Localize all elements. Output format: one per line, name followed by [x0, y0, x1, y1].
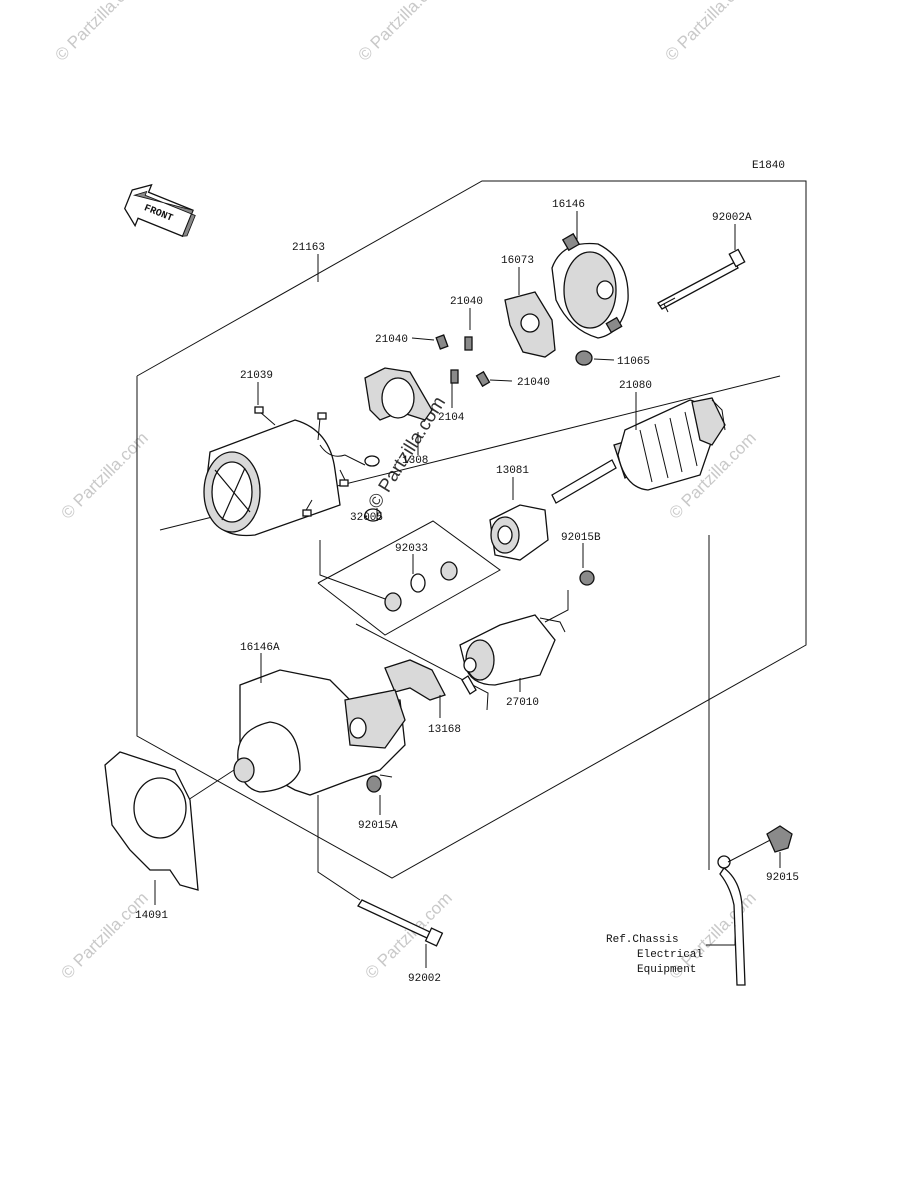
part-label-13081-a: 1308 — [402, 455, 428, 467]
watermark: © Partzilla.com — [661, 0, 755, 65]
part-label-16146: 16146 — [552, 199, 585, 211]
part-label-21040-b: 21040 — [375, 334, 408, 346]
assembly-frame — [136, 180, 807, 879]
part-label-21080: 21080 — [619, 380, 652, 392]
plate-16073 — [504, 291, 556, 358]
solenoid-27010 — [459, 614, 566, 695]
brush-holder-13081 — [364, 367, 433, 421]
front-arrow-icon: FRONT — [124, 183, 196, 238]
part-label-13081-b: 13081 — [496, 465, 529, 477]
diagram-code: E1840 — [752, 160, 785, 172]
rear-cover-16146 — [551, 232, 629, 339]
part-label-11065: 11065 — [617, 356, 650, 368]
bolt-92002 — [317, 795, 444, 947]
solenoid-frame — [355, 623, 489, 711]
part-label-14091: 14091 — [135, 910, 168, 922]
snap-ring-frame — [317, 520, 501, 636]
reference-note: Ref.Chassis Electrical Equipment — [606, 925, 736, 976]
part-label-13168: 13168 — [428, 724, 461, 736]
pinion-13081 — [489, 504, 549, 561]
part-label-21040-a: 21040 — [450, 296, 483, 308]
part-label-21040-d: 2104 — [438, 412, 465, 424]
part-label-21039: 21039 — [240, 370, 273, 382]
springs-21040 — [435, 334, 491, 388]
part-label-16073: 16073 — [501, 255, 534, 267]
nut-11065 — [575, 350, 593, 366]
cover-plate-14091 — [104, 751, 199, 891]
watermark: © Partzilla.com — [57, 888, 151, 982]
part-label-92015A: 92015A — [358, 820, 398, 832]
part-label-21163: 21163 — [292, 242, 325, 254]
ref-note-line2: Electrical — [637, 949, 703, 961]
part-labels: 21163 16146 92002A 16073 21040 21040 210… — [135, 199, 799, 985]
part-label-92002A: 92002A — [712, 212, 752, 224]
watermark: © Partzilla.com — [57, 428, 151, 522]
watermark: © Partzilla.com — [51, 0, 145, 65]
armature-21080 — [551, 397, 726, 504]
part-label-92033: 92033 — [395, 543, 428, 555]
part-label-27010: 27010 — [506, 697, 539, 709]
part-label-92002: 92002 — [408, 973, 441, 985]
part-label-32005: 32005 — [350, 512, 383, 524]
part-label-92015B: 92015B — [561, 532, 601, 544]
part-label-21040-c: 21040 — [517, 377, 550, 389]
lever-13168 — [384, 659, 446, 701]
ref-note-line3: Equipment — [637, 964, 696, 976]
bolt-92002A — [657, 248, 746, 313]
yoke-21039 — [203, 406, 380, 537]
part-label-92015: 92015 — [766, 872, 799, 884]
part-label-16146A: 16146A — [240, 642, 280, 654]
ref-note-line1: Ref.Chassis — [606, 934, 679, 946]
small-parts — [364, 508, 595, 793]
leader-lines — [154, 211, 781, 968]
cable-92015 — [708, 535, 793, 986]
front-housing-16146A — [233, 669, 406, 796]
watermark: © Partzilla.com — [354, 0, 448, 65]
